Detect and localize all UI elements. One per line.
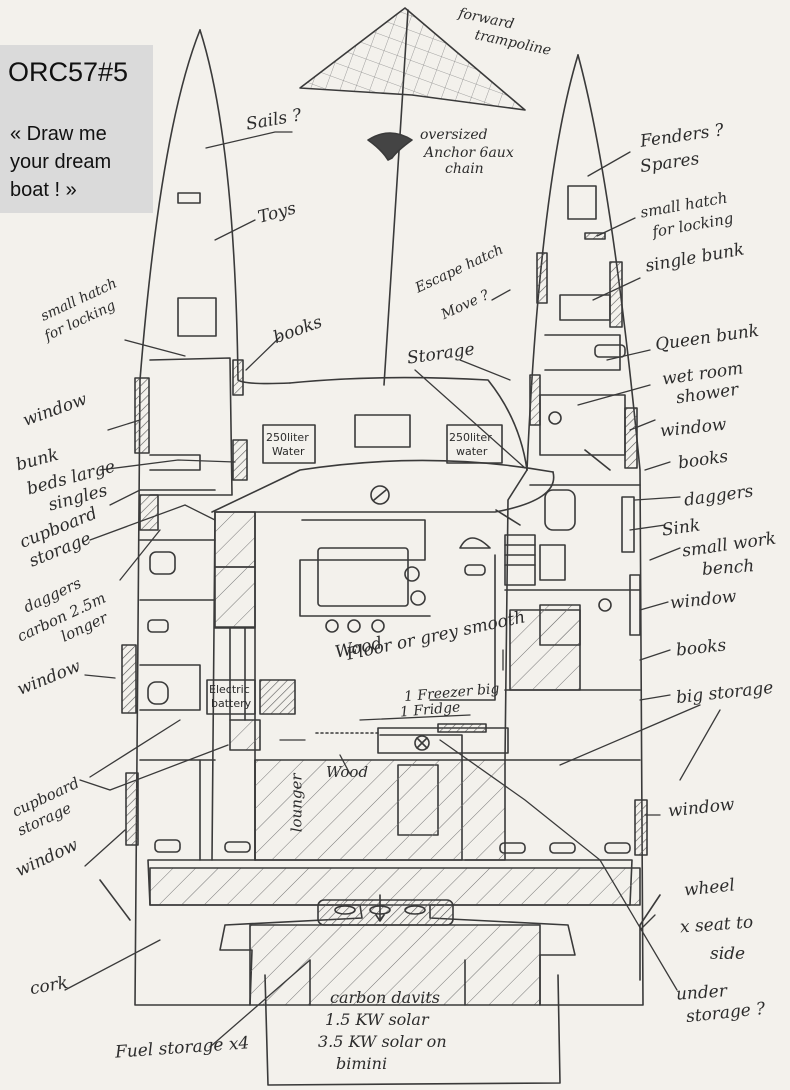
left-front-hatch xyxy=(177,297,217,337)
label-water-left-1: 250liter xyxy=(266,431,309,444)
label-solar-2: 3.5 KW solar on xyxy=(318,1032,447,1051)
card-line-2: your dream xyxy=(10,151,112,173)
label-anchor-2: Anchor 6aux xyxy=(424,145,514,161)
left-window-3 xyxy=(125,772,139,846)
left-window-1 xyxy=(134,377,150,454)
water-tank-right xyxy=(446,424,503,464)
forward-trampoline xyxy=(299,7,526,111)
saloon-table xyxy=(299,519,431,617)
label-wood: Wood xyxy=(326,763,369,781)
card-line-3: boat ! » xyxy=(10,179,77,201)
label-water-left-2: Water xyxy=(272,445,305,458)
label-water-right-1: 250liter xyxy=(449,431,492,444)
label-water-right-2: water xyxy=(456,445,488,458)
anchor-shape xyxy=(367,132,413,161)
label-carbon-davits: carbon davits xyxy=(330,988,440,1007)
cockpit-floor xyxy=(254,759,506,861)
label-battery: battery xyxy=(211,697,252,710)
card-line-1: « Draw me xyxy=(10,123,107,145)
water-tank-left xyxy=(262,424,316,464)
label-solar-1: 1.5 KW solar xyxy=(325,1010,429,1029)
label-electric: Electric xyxy=(209,683,250,696)
bimini xyxy=(264,974,561,1086)
right-front-hatch xyxy=(567,185,597,220)
label-under: under xyxy=(675,981,728,1005)
boat-code: ORC57#5 xyxy=(8,57,129,87)
label-anchor-1: oversized xyxy=(420,127,488,143)
salon-left-cabinet xyxy=(214,511,256,568)
label-bimini: bimini xyxy=(336,1054,388,1073)
label-side: side xyxy=(710,944,746,964)
center-beam xyxy=(383,9,409,386)
electric-battery-box xyxy=(206,679,256,715)
title-card: ORC57#5 « Draw me your dream boat ! » xyxy=(0,45,153,213)
label-lounger: lounger xyxy=(287,773,306,833)
label-bench: bench xyxy=(701,556,755,580)
left-window-2 xyxy=(121,644,137,714)
label-anchor-3: chain xyxy=(445,161,484,177)
helm-wheel xyxy=(414,735,430,751)
